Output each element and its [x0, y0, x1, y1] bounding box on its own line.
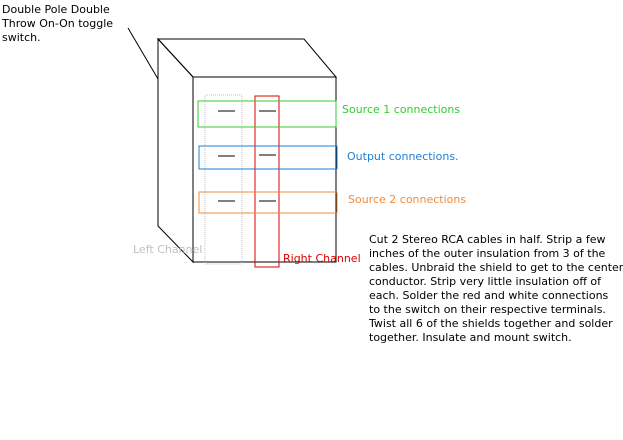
title-line: Throw On-On toggle	[2, 17, 114, 30]
instruction-line: inches of the outer insulation from 3 of…	[369, 247, 606, 260]
instruction-line: Cut 2 Stereo RCA cables in half. Strip a…	[369, 233, 606, 246]
instructions-text: Cut 2 Stereo RCA cables in half. Strip a…	[369, 233, 623, 345]
switch-title: Double Pole Double Throw On-On toggle sw…	[2, 3, 113, 45]
output-label: Output connections.	[347, 150, 459, 163]
source2-label: Source 2 connections	[348, 193, 467, 206]
instruction-line: together. Insulate and mount switch.	[369, 331, 572, 344]
switch-diagram	[127, 27, 338, 268]
source2-outline	[198, 191, 338, 214]
switch-terminals	[218, 110, 276, 202]
output-outline	[198, 145, 338, 170]
source1-label: Source 1 connections	[342, 103, 461, 116]
switch-top-face	[156, 38, 338, 78]
switch-side-face	[157, 37, 194, 264]
pointer-line	[127, 27, 159, 80]
left-channel-outline	[204, 94, 243, 265]
toggle-switch-body	[156, 37, 338, 264]
instruction-line: to the switch on their respective termin…	[369, 303, 606, 316]
instruction-line: conductor. Strip very little insulation …	[369, 275, 602, 288]
source1-outline	[197, 100, 337, 128]
instruction-line: Twist all 6 of the shields together and …	[369, 317, 613, 330]
instruction-line: cables. Unbraid the shield to get to the…	[369, 261, 623, 274]
instruction-line: each. Solder the red and white connectio…	[369, 289, 609, 302]
right-channel-label: Right Channel	[283, 252, 361, 265]
title-line: Double Pole Double	[2, 3, 110, 16]
left-channel-label: Left Channel	[133, 243, 203, 256]
right-channel-outline	[254, 95, 280, 268]
title-line: switch.	[2, 31, 41, 44]
